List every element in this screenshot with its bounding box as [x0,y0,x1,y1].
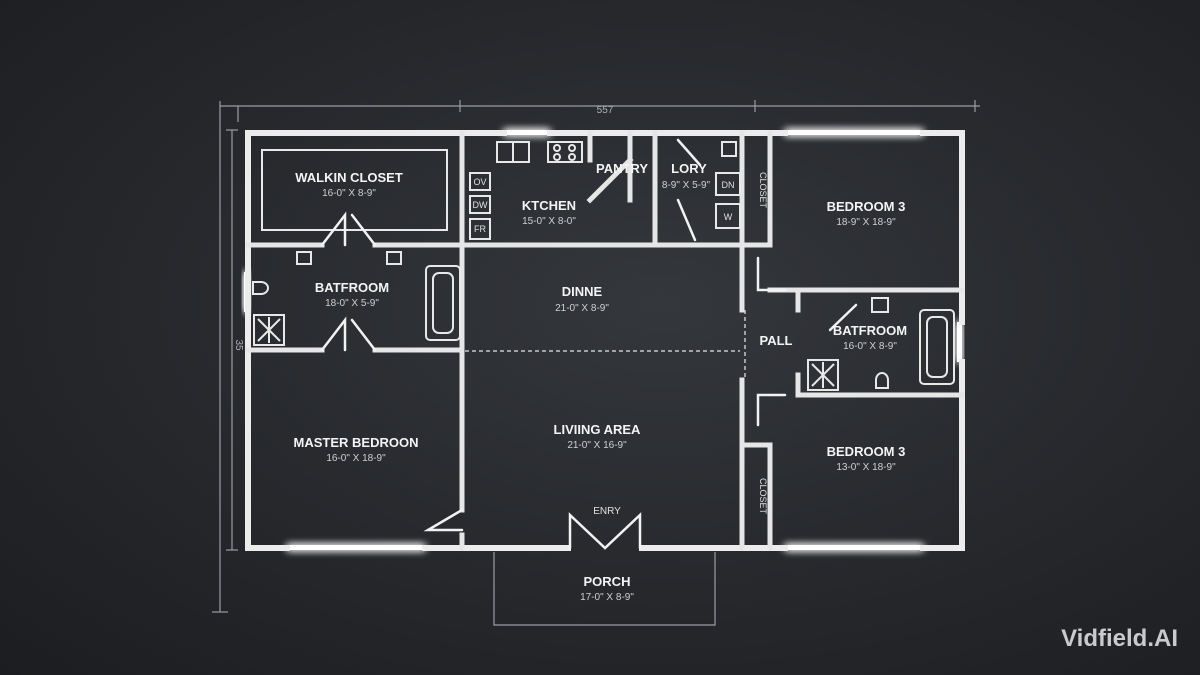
bath-right-size: 16-0" X 8-9" [843,341,897,352]
oven-icon [469,172,491,191]
shower-icon [253,314,285,346]
dryer-label: DN [722,180,735,190]
living-size: 21-0" X 16-9" [567,440,627,451]
bathtub-right-icon [919,309,955,385]
laundry-name: LORY [671,161,707,176]
washer-icon [715,203,741,229]
master-name: MASTER BEDROON [294,435,419,450]
sink-icon [386,251,402,265]
dryer-icon [715,172,741,196]
width-dimension: 557 [597,105,614,116]
window-bedroom-top [785,130,923,135]
door-bedroom-bottom[interactable] [756,393,787,427]
door-entry[interactable] [568,512,642,550]
dishwasher-icon [469,195,491,214]
porch-outline [493,552,716,626]
pantry-name: PANTRY [596,161,648,176]
dining-name: DINNE [562,284,603,299]
porch-name: PORCH [584,574,631,589]
fridge-icon [469,218,491,240]
entry-name: ENRY [593,506,621,517]
bedroom-top-size: 18-9" X 18-9" [836,217,896,228]
door-closet[interactable] [320,211,347,247]
bath-left-name: BATFROOM [315,280,389,295]
window-kitchen [504,130,550,135]
dining-size: 21-0" X 8-9" [555,303,609,314]
toilet-icon [252,281,269,295]
dimension-lines [212,100,980,613]
door-bath-left-right[interactable] [350,318,377,352]
walkin-closet-outline [261,149,448,231]
laundry-size: 8-9" X 5-9" [662,180,711,191]
kitchen-name: KTCHEN [522,198,576,213]
closet-bottom-label: CLOSET [758,478,768,515]
window-bath-right [957,322,962,362]
door-bath-left[interactable] [320,316,347,352]
walkin-closet-size: 16-0" X 8-9" [322,188,376,199]
bedroom-top-name: BEDROOM 3 [827,199,906,214]
living-name: LIVIING AREA [554,422,642,437]
kitchen-fixtures [469,141,583,240]
doors [320,138,858,550]
toilet-icon [875,372,889,389]
walkin-closet-name: WALKIN CLOSET [295,170,403,185]
bedroom-bottom-size: 13-0" X 18-9" [836,462,896,473]
hall-name: PALL [760,333,793,348]
bath-left-size: 18-0" X 5-9" [325,298,379,309]
bath-right-name: BATFROOM [833,323,907,338]
door-laundry[interactable] [676,138,702,167]
laundry-sink-icon [721,141,737,157]
watermark: Vidfield.AI [1061,625,1178,652]
window-bedroom-bottom [785,545,923,550]
door-closet-right[interactable] [350,213,377,247]
height-dimension: 35 [233,339,244,351]
shower-icon [807,359,839,391]
room-labels: WALKIN CLOSET 16-0" X 8-9" KTCHEN 15-0" … [294,161,908,603]
bathtub-left-icon [425,265,461,341]
oven-label: OV [473,177,486,187]
porch-size: 17-0" X 8-9" [580,592,634,603]
stove-icon [547,141,583,163]
interior-walls [245,130,965,551]
master-size: 16-0" X 18-9" [326,453,386,464]
washer-label: W [724,212,733,222]
fridge-label: FR [474,224,486,234]
dishwasher-label: DW [473,200,488,210]
door-bedroom-top[interactable] [756,256,787,292]
closet-top-label: CLOSET [758,172,768,209]
door-laundry-lower[interactable] [676,198,697,242]
bath-right-fixtures [807,297,955,391]
window-master [287,545,425,550]
laundry-fixtures [715,141,741,229]
bedroom-bottom-name: BEDROOM 3 [827,444,906,459]
kitchen-size: 15-0" X 8-0" [522,216,576,227]
bath-left-fixtures [252,251,461,346]
sink-icon [296,251,312,265]
door-master[interactable] [423,508,464,532]
sink-icon [871,297,889,313]
door-bath-right[interactable] [828,303,858,332]
